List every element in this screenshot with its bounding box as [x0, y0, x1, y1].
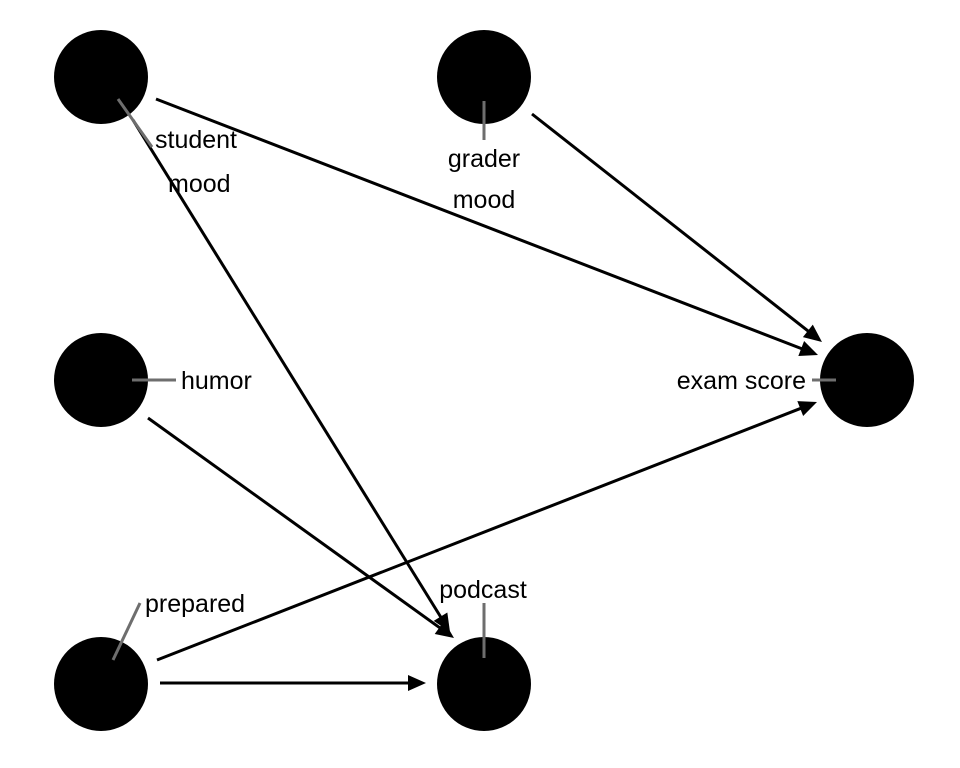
edge-line — [156, 406, 803, 662]
arrowhead-icon — [797, 401, 817, 417]
edge-humor-to-podcast — [147, 416, 454, 638]
edge-line — [155, 97, 804, 351]
node-label-text: podcast — [439, 576, 527, 604]
edges-layer — [131, 97, 822, 691]
edge-grader-mood-to-exam-score — [531, 112, 822, 342]
node-label-text: mood — [168, 170, 231, 198]
node-grader-mood — [437, 30, 531, 124]
arrowhead-icon — [798, 341, 818, 356]
label-leader-line — [111, 602, 142, 661]
edge-line — [531, 112, 811, 334]
node-label-text: humor — [181, 367, 252, 395]
node-label-text: grader — [448, 145, 520, 173]
label-humor: humor — [132, 367, 252, 395]
edge-prepared-to-exam-score — [156, 401, 817, 662]
node-label-text: student — [155, 126, 237, 154]
nodes-layer — [54, 30, 914, 731]
node-prepared — [54, 637, 148, 731]
edge-line — [147, 416, 442, 630]
labels-layer: student mood grader mood humor exam score prep… — [111, 98, 836, 661]
label-grader-mood: grader mood — [448, 101, 520, 214]
node-label-text: mood — [453, 186, 516, 214]
node-student-mood — [54, 30, 148, 124]
label-student-mood: student mood — [116, 98, 237, 198]
node-humor — [54, 333, 148, 427]
arrowhead-icon — [408, 675, 426, 691]
label-podcast: podcast — [439, 576, 527, 658]
edge-line — [131, 119, 443, 620]
arrowhead-icon — [434, 620, 454, 638]
label-leader-line — [116, 98, 154, 148]
node-label-text: exam score — [677, 367, 806, 395]
node-exam-score — [820, 333, 914, 427]
node-podcast — [437, 637, 531, 731]
label-prepared: prepared — [111, 590, 245, 661]
arrowhead-icon — [802, 324, 822, 342]
edge-prepared-to-podcast — [160, 675, 426, 691]
edge-student-mood-to-exam-score — [155, 97, 818, 356]
node-label-text: prepared — [145, 590, 245, 618]
label-exam-score: exam score — [677, 367, 836, 395]
